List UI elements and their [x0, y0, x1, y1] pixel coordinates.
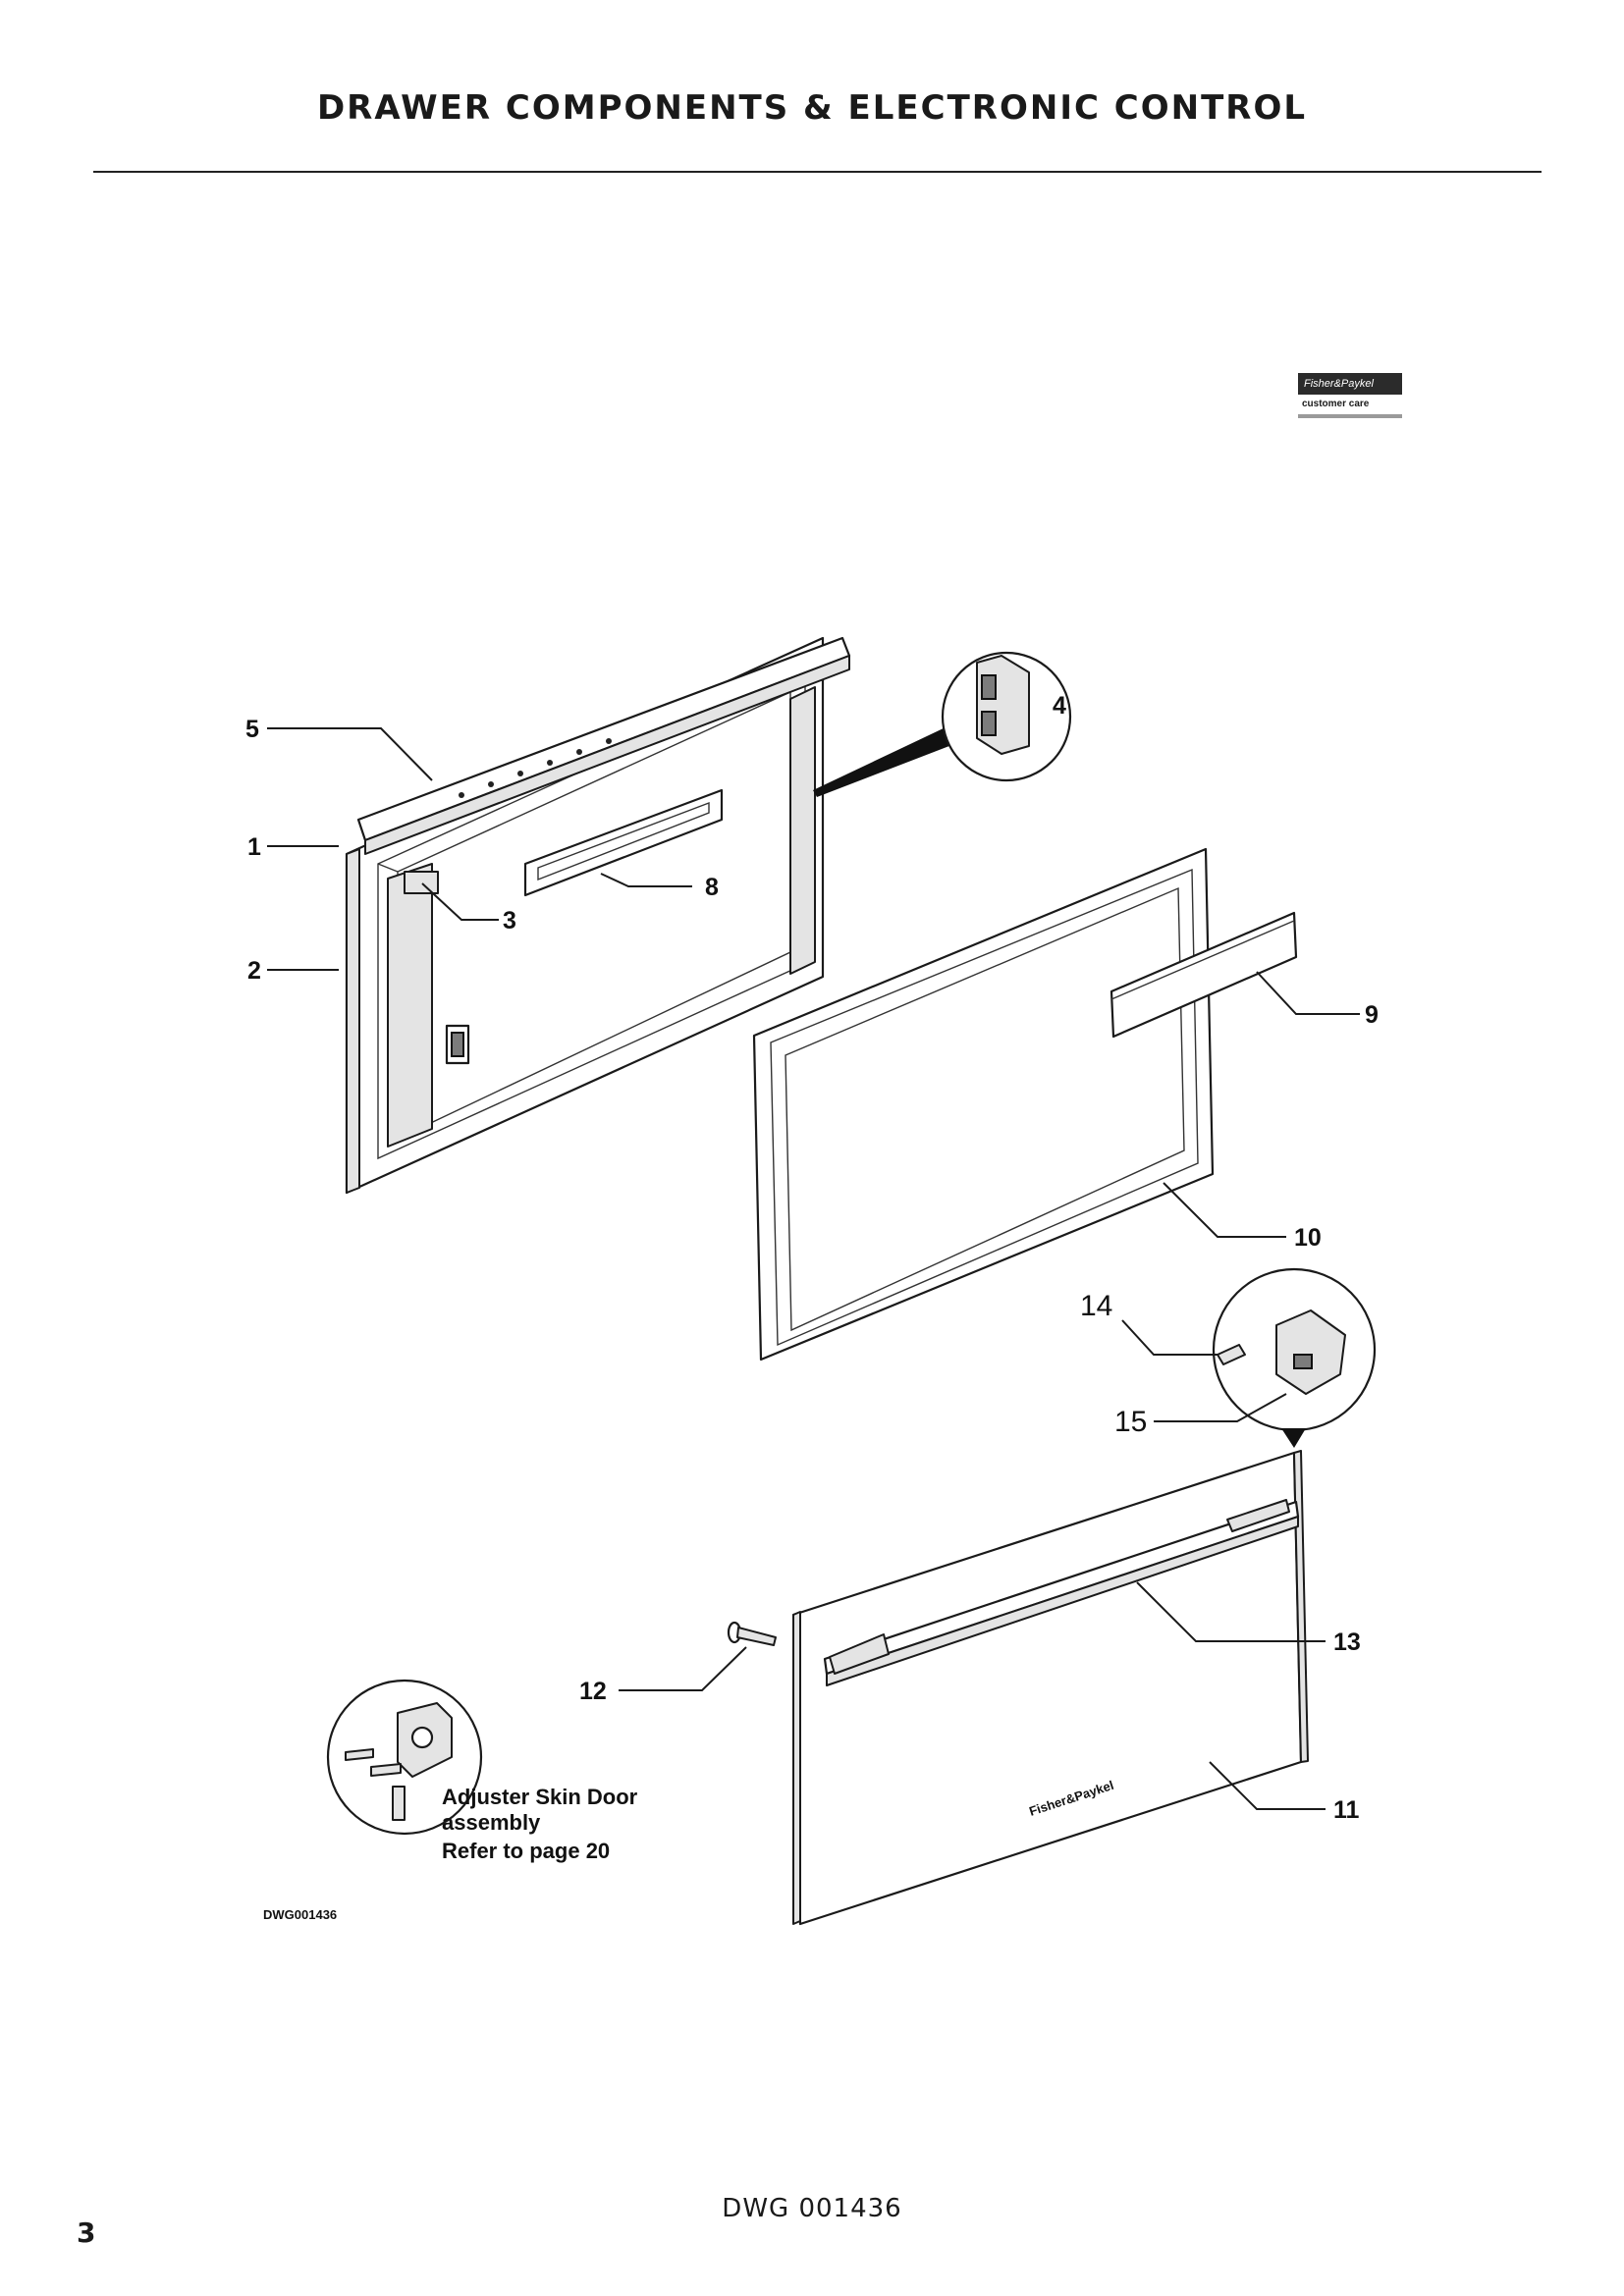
electronic-connector	[445, 1024, 470, 1065]
callout-12: 12	[579, 1678, 607, 1705]
header-divider	[93, 171, 1542, 173]
callout-5: 5	[245, 716, 259, 743]
callout-15: 15	[1114, 1406, 1147, 1438]
door-gasket	[752, 847, 1215, 1362]
page-number: 3	[77, 2216, 96, 2249]
control-panel-buttons	[459, 738, 612, 798]
callout-2: 2	[247, 957, 261, 985]
logo-brand: Fisher&Paykel	[1298, 373, 1402, 395]
callout-11: 11	[1333, 1796, 1360, 1824]
callout-1: 1	[247, 833, 261, 861]
detail-circle-14-15	[1212, 1267, 1377, 1448]
screw-part	[727, 1621, 777, 1646]
drawing-id-small: DWG001436	[263, 1907, 337, 1922]
drawer-inner-frame	[345, 636, 825, 1195]
adjuster-note-line1: Adjuster Skin Door	[442, 1785, 638, 1809]
adjuster-detail-circle	[326, 1679, 483, 1836]
callout-3: 3	[503, 907, 516, 934]
logo-tagline: customer care	[1298, 395, 1402, 418]
door-latch-part	[404, 871, 439, 894]
callout-10: 10	[1294, 1224, 1322, 1252]
leader-lines	[267, 727, 1360, 1810]
callout-14: 14	[1080, 1290, 1112, 1322]
adjuster-note-line3: Refer to page 20	[442, 1839, 610, 1863]
callout-4: 4	[1053, 692, 1066, 720]
drawing-code: DWG 001436	[722, 2194, 902, 2223]
callout-8: 8	[705, 874, 719, 901]
brand-logo: Fisher&Paykel customer care	[1298, 373, 1402, 422]
adjuster-note-line2: assembly	[442, 1810, 541, 1835]
page-title: DRAWER COMPONENTS & ELECTRONIC CONTROL	[316, 88, 1308, 128]
mounting-bracket	[523, 788, 724, 897]
callout-9: 9	[1365, 1001, 1379, 1029]
control-panel-top-trim	[356, 636, 851, 855]
detail-circle-4	[813, 651, 1072, 797]
outer-door-skin: Fisher&Paykel	[791, 1450, 1309, 1926]
handle-trim	[1110, 911, 1298, 1039]
callout-13: 13	[1333, 1629, 1361, 1656]
